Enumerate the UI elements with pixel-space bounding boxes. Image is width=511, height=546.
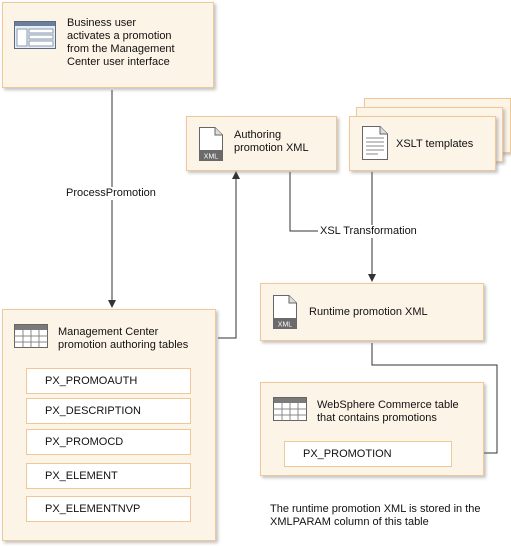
table-px-description: PX_DESCRIPTION [26, 398, 191, 424]
business-user-box: Business user activates a promotion from… [2, 2, 214, 88]
wc-table-title-1: WebSphere Commerce table [317, 399, 459, 411]
business-user-text-2: activates a promotion [67, 30, 172, 42]
process-promotion-label: ProcessPromotion [64, 187, 158, 200]
mc-tables-box: Management Center promotion authoring ta… [2, 309, 216, 541]
xml-file-icon: XML [199, 127, 223, 161]
xslt-templates-box: XSLT templates [349, 116, 496, 171]
xml-tag-text: XML [204, 154, 219, 161]
xml-file-icon: XML [273, 295, 297, 329]
xsl-transformation-label: XSL Transformation [318, 225, 419, 238]
authoring-text-2: promotion XML [234, 142, 309, 154]
footnote-line-1: The runtime promotion XML is stored in t… [270, 503, 481, 515]
authoring-xml-box: XML Authoring promotion XML [186, 116, 337, 171]
runtime-xml-box: XML Runtime promotion XML [260, 283, 484, 341]
business-user-text-3: from the Management [67, 43, 175, 55]
business-user-text-1: Business user [67, 17, 137, 29]
xml-tag-text: XML [278, 322, 293, 329]
application-window-icon [14, 21, 56, 49]
business-user-text-4: Center user interface [67, 56, 170, 68]
table-px-promotion: PX_PROMOTION [284, 441, 452, 467]
database-table-icon [14, 324, 48, 348]
wc-table-title-2: that contains promotions [317, 412, 437, 424]
table-px-elementnvp: PX_ELEMENTNVP [26, 496, 191, 522]
mc-tables-title-1: Management Center [58, 326, 159, 338]
table-px-promoauth: PX_PROMOAUTH [26, 368, 191, 394]
database-table-icon [273, 397, 307, 421]
wc-table-box: WebSphere Commerce table that contains p… [260, 382, 484, 476]
arrow-tables-to-authoring [218, 171, 240, 339]
xslt-templates-text: XSLT templates [396, 138, 474, 150]
mc-tables-title-2: promotion authoring tables [58, 339, 189, 351]
authoring-text-1: Authoring [234, 129, 282, 141]
table-px-promocd: PX_PROMOCD [26, 429, 191, 455]
footnote-line-2: XMLPARAM column of this table [270, 516, 429, 528]
arrow-authoring-to-runtime [289, 172, 372, 232]
document-icon [362, 126, 388, 160]
table-px-element: PX_ELEMENT [26, 463, 191, 489]
runtime-xml-text: Runtime promotion XML [309, 306, 428, 318]
